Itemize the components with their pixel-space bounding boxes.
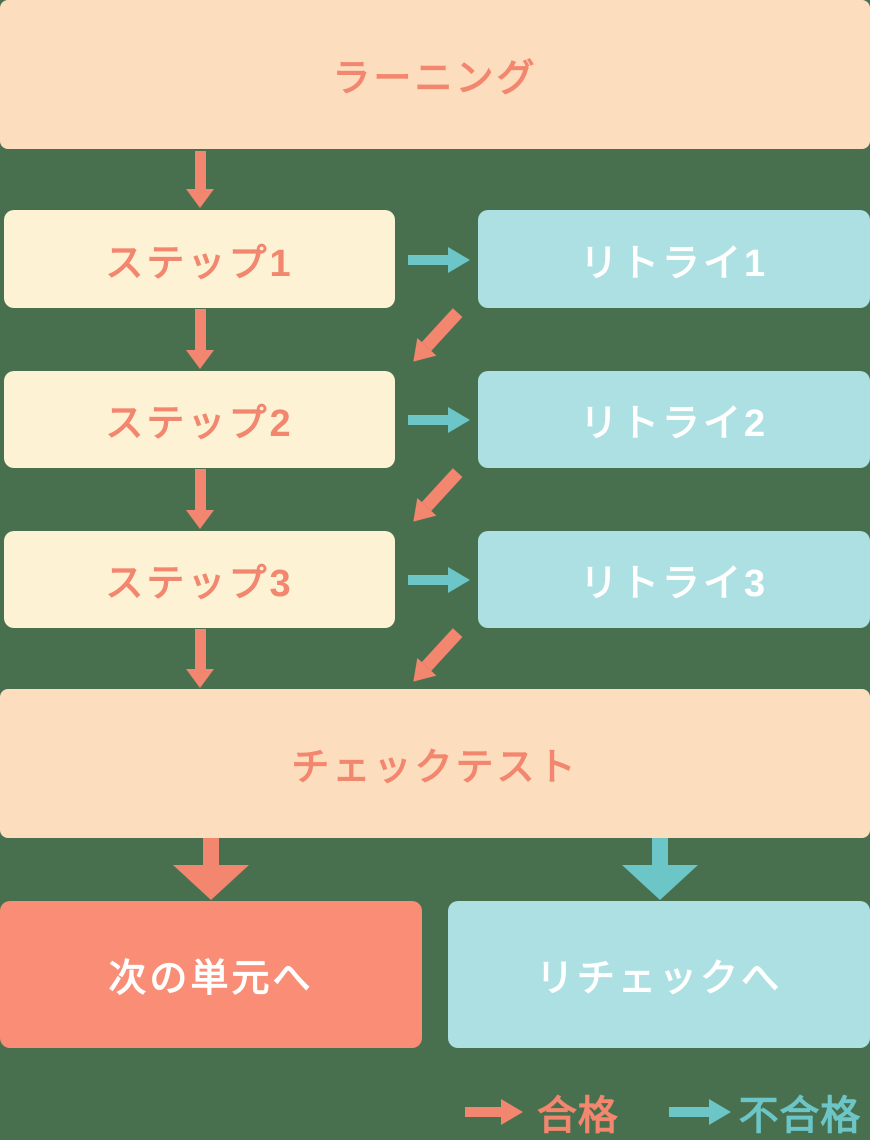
step1-box: ステップ1 — [4, 210, 395, 308]
step2-box: ステップ2 — [4, 371, 395, 468]
legend-pass-arrow-icon — [465, 1099, 523, 1126]
pass-arrow-checktest-to-next-unit-icon — [173, 838, 249, 900]
recheck-box: リチェックへ — [448, 901, 870, 1048]
step2-label: ステップ2 — [105, 403, 294, 445]
step3-label: ステップ3 — [105, 563, 294, 605]
fail-arrow-step1-to-retry1-icon — [408, 246, 470, 273]
pass-arrow-step2-to-step3-icon — [186, 469, 214, 529]
next-unit-box: 次の単元へ — [0, 901, 422, 1048]
return-arrow-retry1-to-step2-icon — [403, 304, 468, 371]
pass-arrow-learning-to-step1-icon — [186, 151, 214, 208]
retry3-label: リトライ3 — [579, 563, 769, 605]
learning-box: ラーニング — [0, 0, 870, 149]
return-arrow-retry3-to-checktest-icon — [403, 624, 468, 691]
retry2-box: リトライ2 — [478, 371, 870, 468]
recheck-label: リチェックへ — [535, 958, 783, 1000]
retry1-box: リトライ1 — [478, 210, 870, 308]
legend-fail-label: 不合格 — [738, 1094, 862, 1138]
step1-label: ステップ1 — [105, 242, 294, 285]
checktest-box: チェックテスト — [0, 689, 870, 838]
legend-fail-arrow-icon — [668, 1099, 731, 1126]
retry3-box: リトライ3 — [478, 531, 870, 628]
retry2-label: リトライ2 — [579, 403, 769, 445]
pass-arrow-step3-to-checktest-icon — [186, 629, 214, 688]
step3-box: ステップ3 — [4, 531, 395, 628]
learning-label: ラーニング — [332, 58, 538, 100]
next-unit-label: 次の単元へ — [108, 958, 314, 1000]
fail-arrow-step3-to-retry3-icon — [408, 566, 470, 593]
pass-arrow-step1-to-step2-icon — [186, 309, 214, 369]
legend-pass-label: 合格 — [537, 1094, 619, 1138]
checktest-label: チェックテスト — [291, 747, 579, 789]
return-arrow-retry2-to-step3-icon — [403, 464, 468, 531]
legend: 合格 不合格 — [465, 1086, 861, 1138]
fail-arrow-step2-to-retry2-icon — [408, 406, 470, 433]
fail-arrow-checktest-to-recheck-icon — [622, 838, 698, 900]
retry1-label: リトライ1 — [579, 242, 769, 285]
